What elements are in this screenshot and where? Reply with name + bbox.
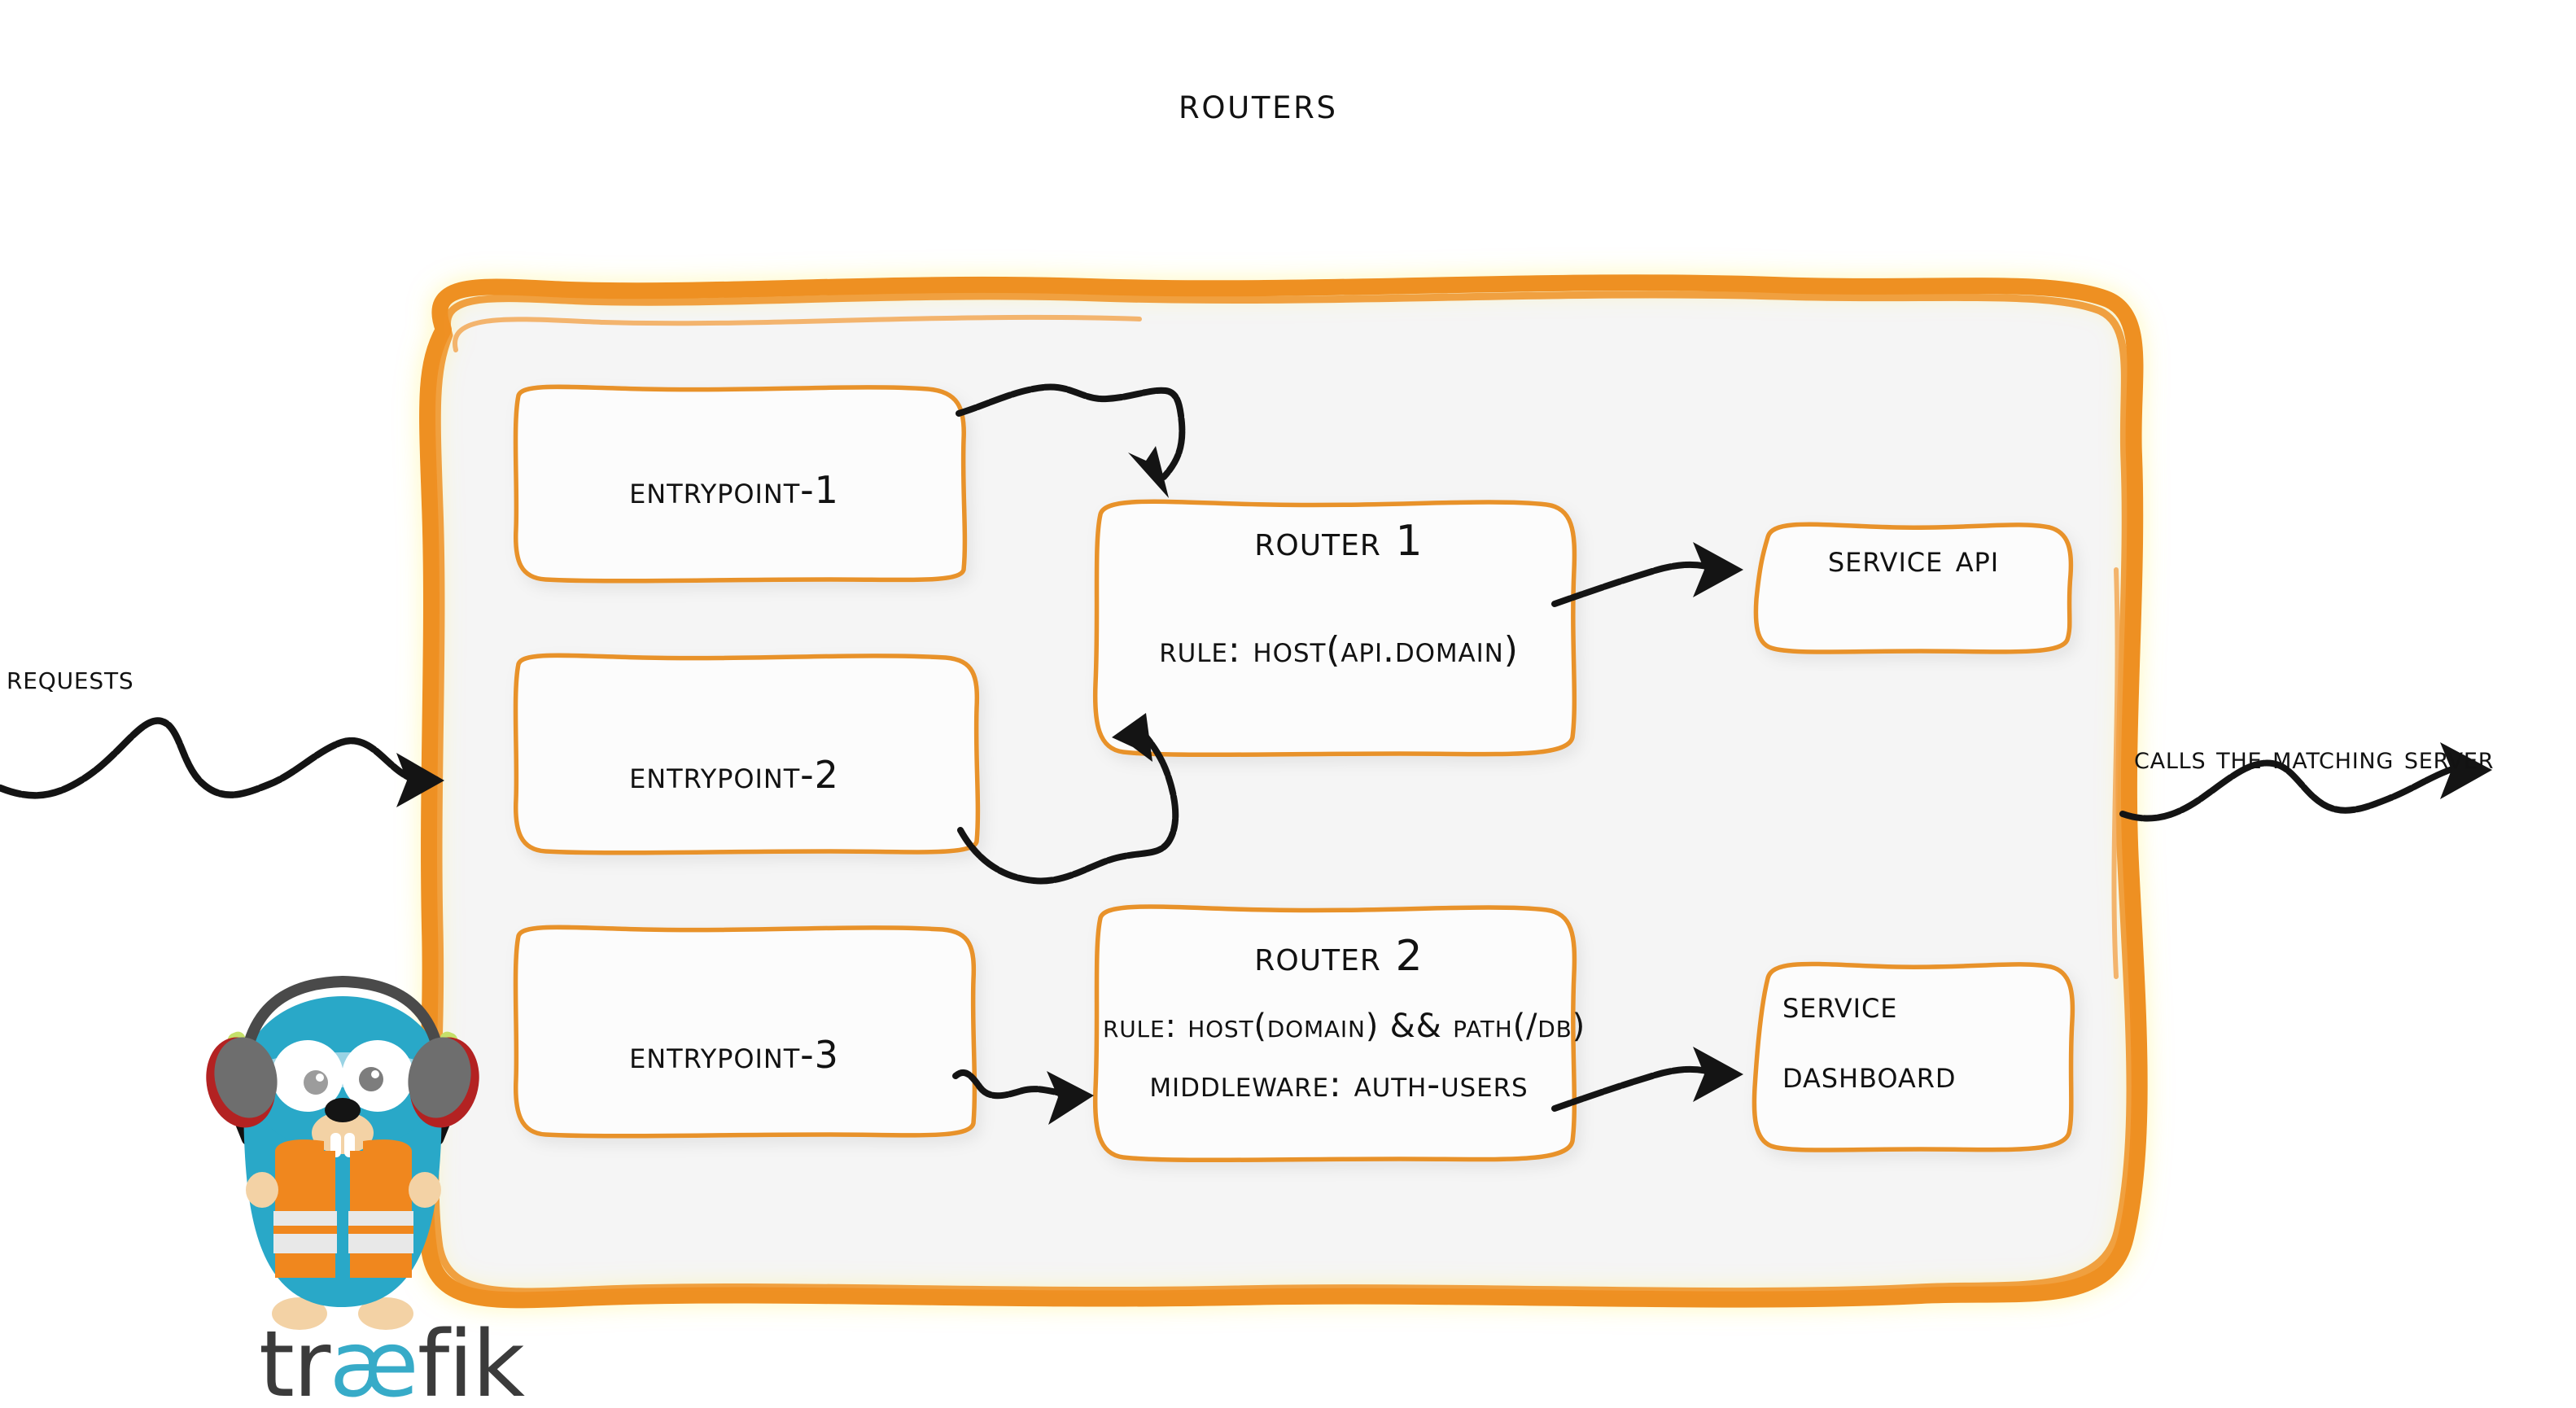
router-box-1[interactable] <box>1092 499 1577 758</box>
ep3-to-router2-arrow-icon <box>952 1069 1094 1125</box>
entrypoint-box-2[interactable] <box>513 653 981 855</box>
requests-arrow-icon <box>0 717 444 807</box>
calls-matching-server-arrow-icon <box>2119 742 2492 822</box>
ep2-to-router1-arrow-icon <box>957 713 1179 885</box>
router-2-middleware: Middleware: auth-users <box>1149 1064 1529 1105</box>
entrypoint-2-label: entrypoint-2 <box>629 753 839 797</box>
router-1-title: Router 1 <box>1254 517 1424 566</box>
router-1-rule: rule: Host(api.domain) <box>1159 629 1519 671</box>
traefik-gopher-icon <box>206 975 479 1330</box>
wordmark-pre: tr <box>259 1312 330 1408</box>
service-api-label: Service API <box>1827 536 2000 580</box>
router2-to-service-dashboard-arrow-icon <box>1551 1047 1743 1112</box>
requests-label: Requests <box>7 659 134 697</box>
service-box-api[interactable] <box>1753 522 2074 654</box>
router-2-rule: rule: Host(domain) && Path(/db) <box>1103 1008 1586 1045</box>
service-box-dashboard[interactable] <box>1752 961 2075 1152</box>
entrypoint-3-label: entrypoint-3 <box>629 1033 839 1077</box>
ep1-to-router1-arrow-icon <box>956 383 1186 498</box>
entrypoint-1-label: entrypoint-1 <box>629 468 839 512</box>
router-box-2[interactable] <box>1092 904 1577 1163</box>
service-dashboard-label-line1: Service <box>1782 982 1898 1026</box>
calls-matching-server-label: Calls the matching server <box>2134 740 2495 776</box>
traefik-wordmark: træfik <box>259 1312 525 1408</box>
entrypoint-box-1[interactable] <box>513 384 968 584</box>
page-title: Routers <box>1179 79 1338 129</box>
router1-to-service-api-arrow-icon <box>1551 542 1743 607</box>
router-2-title: Router 2 <box>1254 932 1424 981</box>
service-dashboard-label-line2: Dashboard <box>1782 1052 1957 1096</box>
entrypoint-box-3[interactable] <box>513 925 977 1139</box>
wordmark-post: fik <box>417 1312 525 1408</box>
wordmark-ae-ligature: æ <box>329 1312 419 1408</box>
